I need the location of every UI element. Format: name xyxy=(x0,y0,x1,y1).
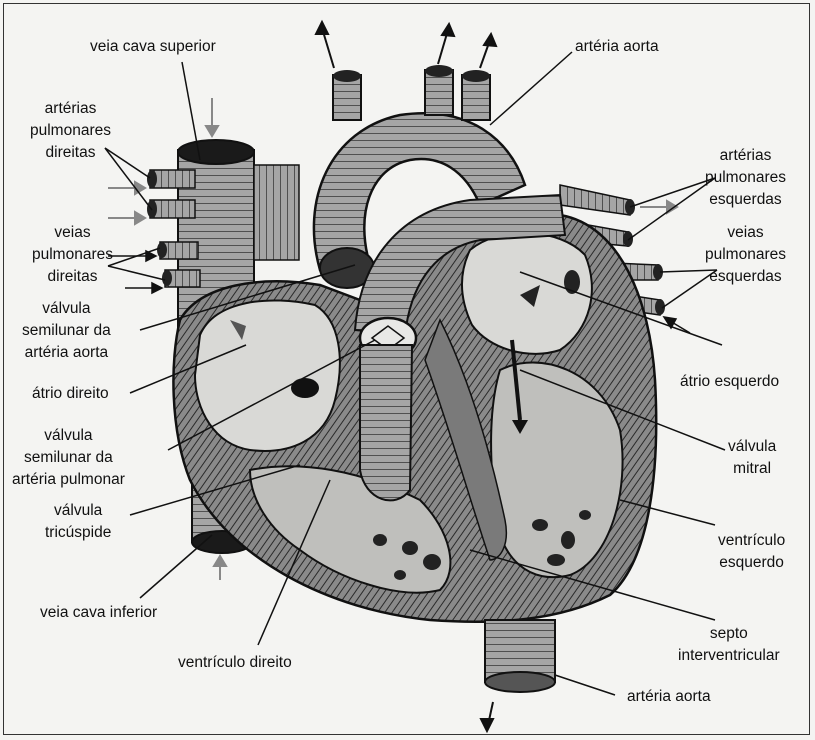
label-left-pulmonary-veins: veias pulmonares esquerdas xyxy=(705,222,786,288)
label-superior-vena-cava: veia cava superior xyxy=(90,36,216,58)
label-inferior-vena-cava: veia cava inferior xyxy=(40,602,157,624)
label-right-pulmonary-veins: veias pulmonares direitas xyxy=(32,222,113,288)
label-left-pulmonary-arteries: artérias pulmonares esquerdas xyxy=(705,145,786,211)
right-atrium-opening xyxy=(291,378,319,398)
label-aorta-bottom: artéria aorta xyxy=(627,686,711,708)
label-left-ventricle: ventrículo esquerdo xyxy=(718,530,785,574)
ascending-aorta xyxy=(360,345,412,500)
label-right-ventricle: ventrículo direito xyxy=(178,652,292,674)
label-aorta-top: artéria aorta xyxy=(575,36,659,58)
label-interventricular-septum: septo interventricular xyxy=(678,623,780,667)
label-left-atrium: átrio esquerdo xyxy=(680,371,779,393)
label-pulmonary-semilunar-valve: válvula semilunar da artéria pulmonar xyxy=(12,425,125,491)
label-aortic-semilunar-valve: válvula semilunar da artéria aorta xyxy=(22,298,111,364)
right-atrium-chamber xyxy=(195,300,340,450)
label-right-atrium: átrio direito xyxy=(32,383,109,405)
label-tricuspid-valve: válvula tricúspide xyxy=(45,500,111,544)
descending-aorta xyxy=(485,620,555,692)
label-right-pulmonary-arteries: artérias pulmonares direitas xyxy=(30,98,111,164)
label-mitral-valve: válvula mitral xyxy=(728,436,776,480)
